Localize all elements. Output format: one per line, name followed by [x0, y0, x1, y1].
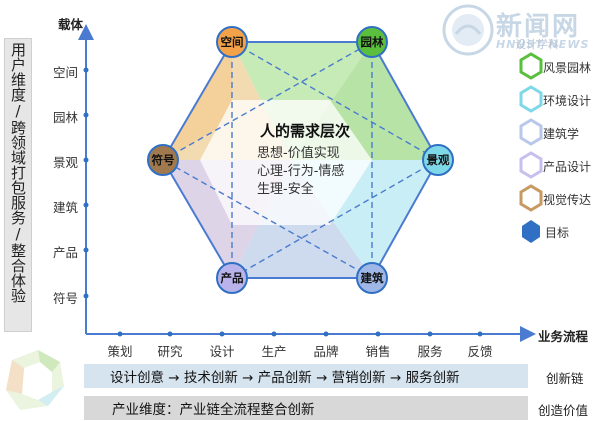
- node-label-building: 建筑: [360, 271, 384, 285]
- value-creation-text: 产业维度：产业链全流程整合创新: [112, 402, 315, 418]
- y-ticks: [83, 67, 89, 299]
- legend-item-landscape-architecture: 风景园林: [505, 53, 600, 81]
- x-axis-title: 业务流程: [538, 329, 589, 344]
- legend-label: 建筑学: [543, 127, 580, 141]
- side-title-box: 用户维度/跨领域打包服务/整合体验: [4, 38, 32, 332]
- y-label-garden: 园林: [52, 110, 78, 125]
- legend-icons: [519, 52, 543, 243]
- side-title: 用户维度/跨领域打包服务/整合体验: [9, 42, 27, 303]
- legend-icon-architecture: [519, 118, 543, 146]
- node-symbol-circle: [147, 144, 179, 176]
- legend-icon-visual-communication: [519, 184, 543, 212]
- node-landscape-circle: [422, 144, 454, 176]
- center-line-2: 心理-行为-情感: [257, 164, 345, 179]
- hexagon-logo-icon: [6, 350, 64, 410]
- innovation-chain-text: 设计创意 → 技术创新 → 产品创新 → 营销创新 → 服务创新: [110, 370, 460, 386]
- dashed-lines: [162, 41, 439, 279]
- node-building-circle: [356, 262, 388, 294]
- y-label-space: 空间: [52, 65, 78, 80]
- y-label-landscape: 景观: [52, 155, 78, 170]
- legend-item-product-design: 产品设计: [505, 152, 600, 180]
- news-logo-en: HNUST NEWS: [496, 38, 590, 51]
- center-line-1: 思想-价值实现: [257, 146, 340, 161]
- y-label-product: 产品: [52, 245, 78, 260]
- news-logo: 新闻网 HNUST NEWS: [440, 4, 598, 54]
- node-space-circle: [216, 26, 248, 58]
- x-label-brand: 品牌: [313, 344, 339, 359]
- y-axis-title: 载体: [58, 17, 84, 32]
- center-title: 人的需求层次: [259, 122, 350, 140]
- legend-icon-environment-design: [519, 85, 543, 113]
- x-label-research: 研究: [157, 344, 183, 359]
- x-label-service: 服务: [417, 344, 443, 359]
- node-label-symbol: 符号: [151, 153, 175, 167]
- y-label-building: 建筑: [52, 200, 78, 215]
- legend-item-architecture: 建筑学: [505, 119, 600, 147]
- legend-label: 产品设计: [543, 160, 592, 174]
- node-label-space: 空间: [220, 35, 244, 49]
- innovation-chain-bar: 设计创意 → 技术创新 → 产品创新 → 营销创新 → 服务创新: [84, 364, 528, 388]
- node-garden-circle: [356, 26, 388, 58]
- x-label-sales: 销售: [365, 344, 391, 359]
- legend-item-visual-communication: 视觉传达: [505, 185, 600, 213]
- legend-label: 目标: [545, 226, 570, 240]
- value-creation-label: 创造价值: [538, 403, 589, 418]
- node-label-landscape: 景观: [426, 153, 450, 167]
- innovation-chain-label: 创新链: [546, 371, 584, 386]
- legend-icon-product-design: [519, 151, 543, 179]
- legend-icon-target: [522, 220, 540, 243]
- news-logo-emblem: [442, 4, 494, 56]
- value-creation-bar: 产业维度：产业链全流程整合创新: [84, 396, 528, 420]
- legend-header: 设计学科: [515, 38, 559, 51]
- node-product-circle: [216, 262, 248, 294]
- node-label-garden: 园林: [360, 35, 384, 49]
- x-label-design: 设计: [209, 344, 235, 359]
- x-label-planning: 策划: [107, 344, 133, 359]
- legend-label: 视觉传达: [543, 193, 592, 207]
- legend-label: 环境设计: [543, 94, 592, 108]
- center-region: [200, 100, 372, 225]
- legend-item-environment-design: 环境设计: [505, 86, 600, 114]
- x-label-feedback: 反馈: [467, 344, 493, 359]
- legend-label: 风景园林: [543, 61, 592, 75]
- x-label-production: 生产: [261, 344, 287, 359]
- y-label-symbol: 符号: [52, 291, 78, 306]
- legend-icon-landscape-architecture: [519, 52, 543, 80]
- center-line-3: 生理-安全: [257, 182, 314, 197]
- legend-item-target: 目标: [505, 218, 600, 246]
- news-logo-cn: 新闻网: [496, 12, 581, 42]
- x-ticks: [117, 331, 483, 337]
- center-text-block: 人的需求层次 思想-价值实现 心理-行为-情感 生理-安全: [225, 120, 385, 199]
- node-label-product: 产品: [220, 271, 244, 285]
